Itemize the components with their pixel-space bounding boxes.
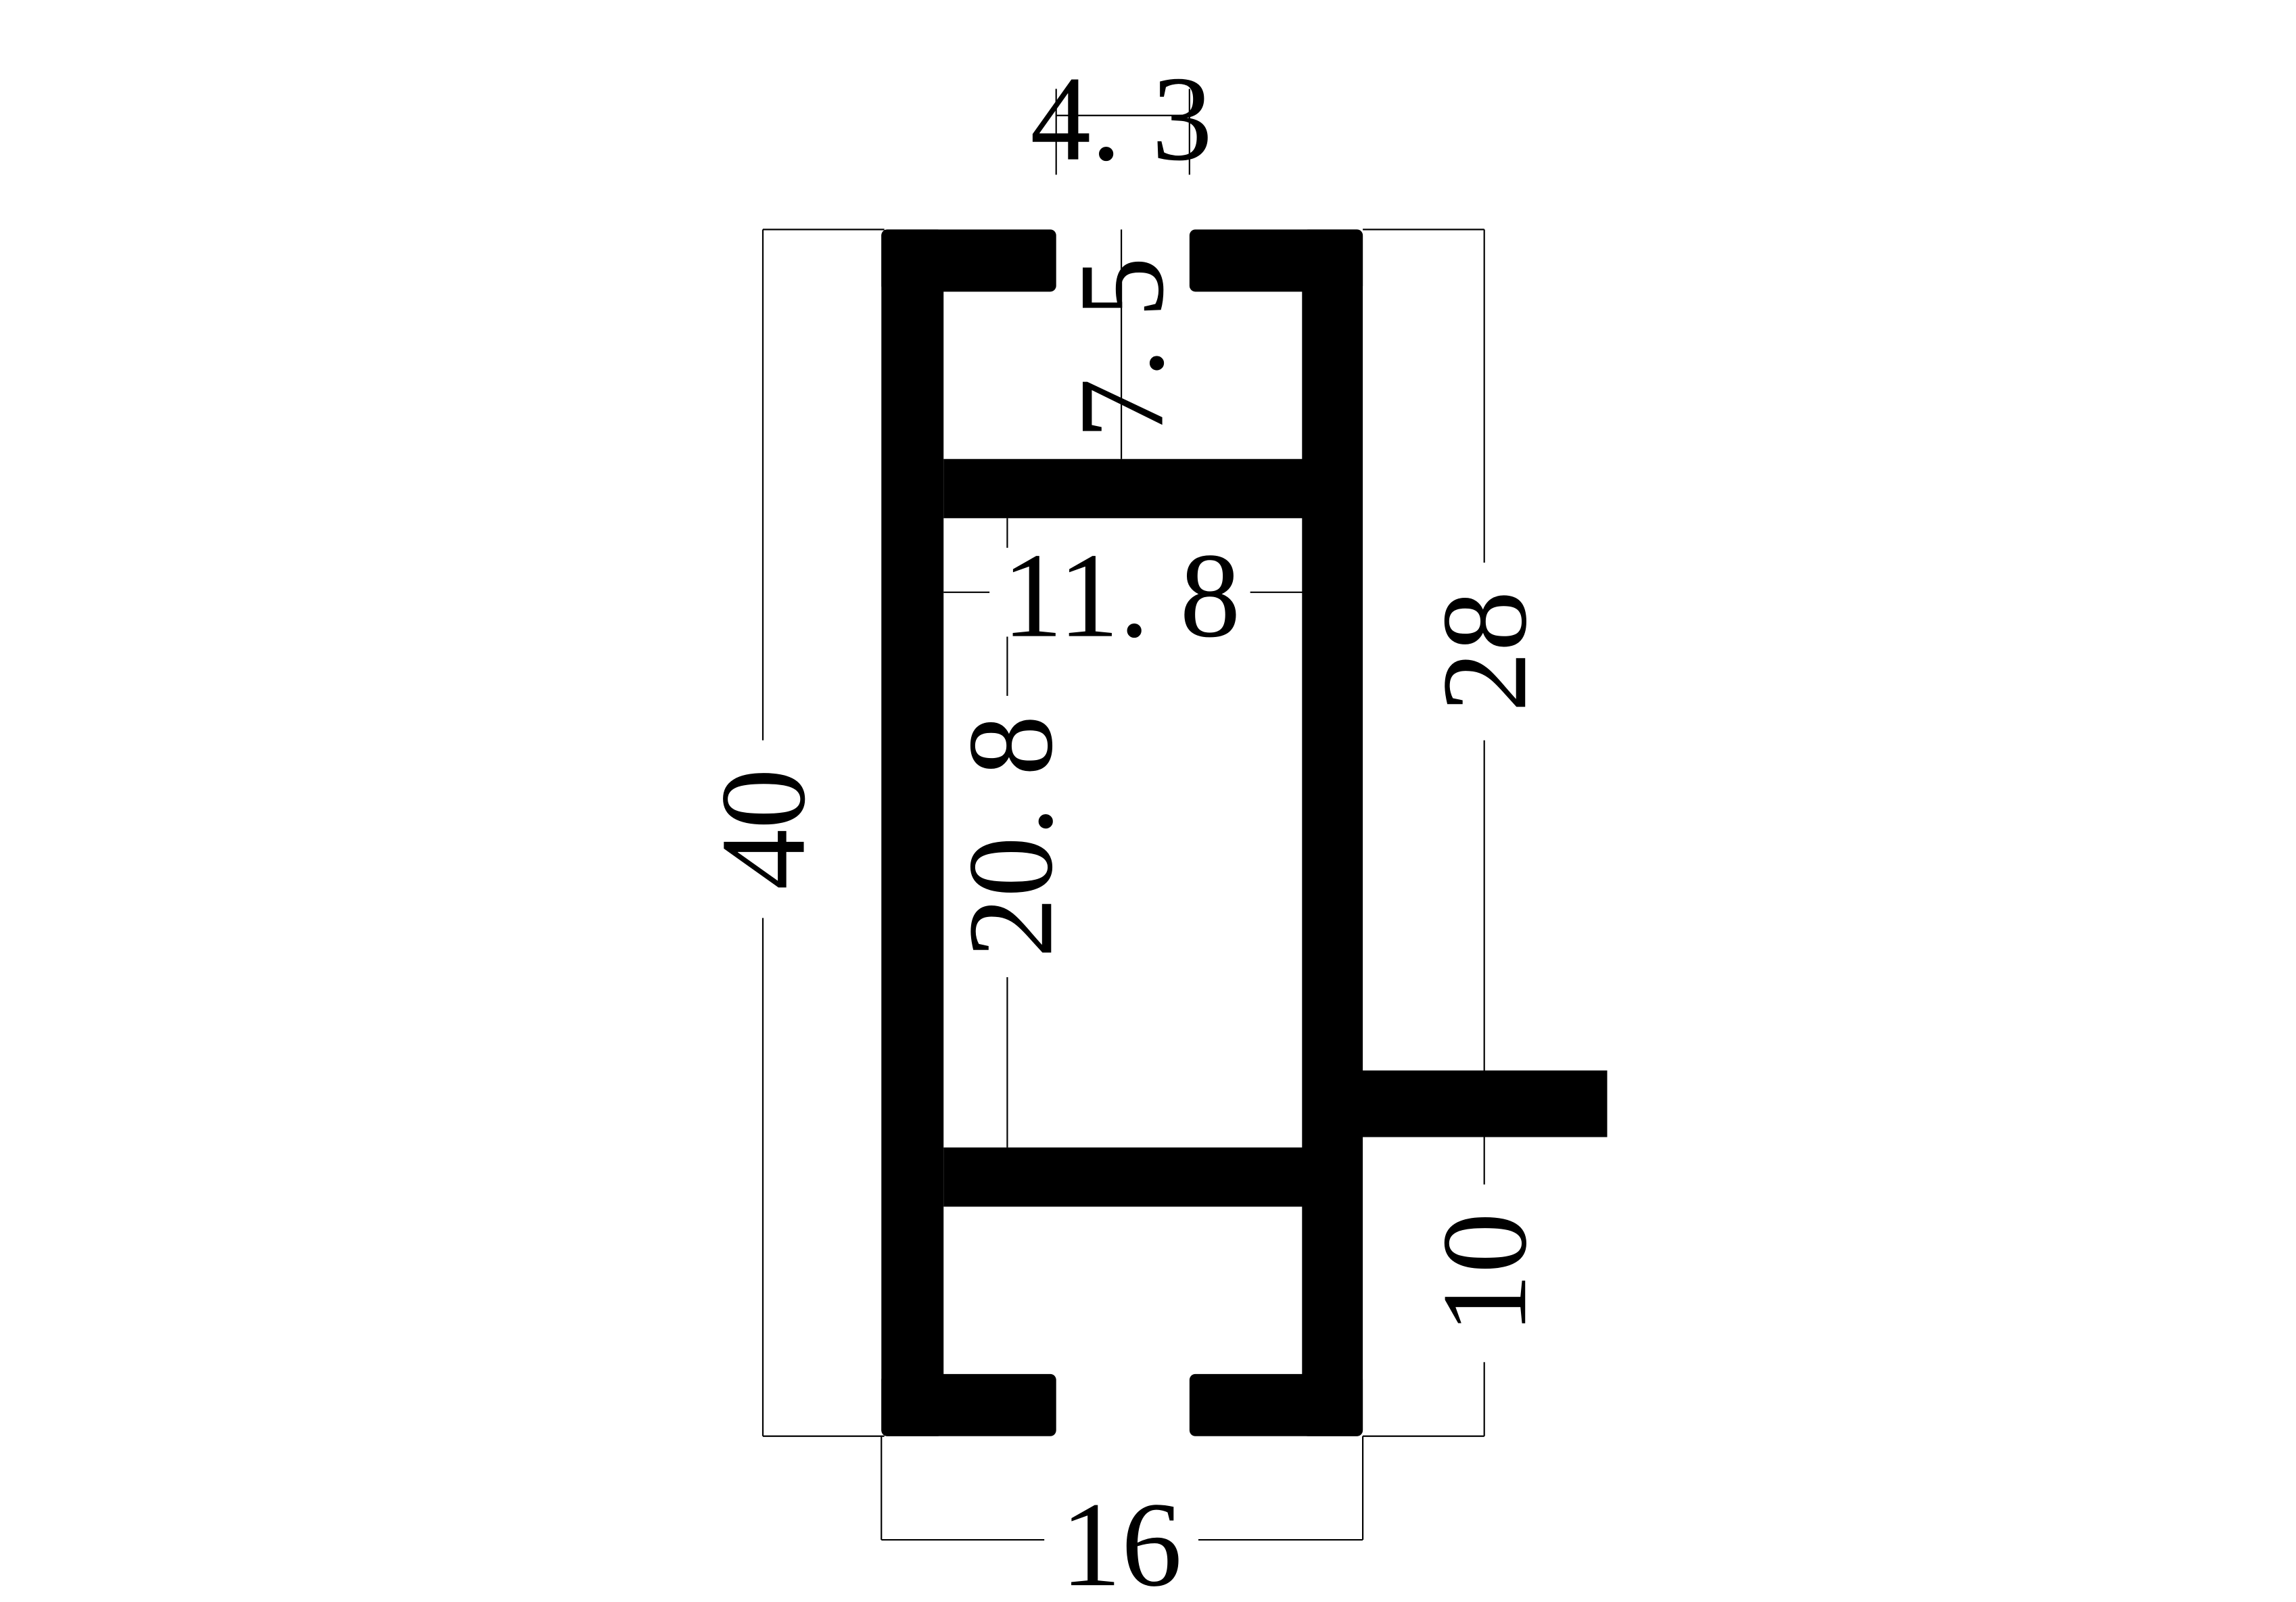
right-wall (1302, 229, 1363, 1436)
dim-slot-depth: 7. 5 (1054, 257, 1189, 439)
left-wall (881, 229, 944, 1436)
dim-fin-lower-offset: 10 (1417, 1212, 1551, 1334)
dimension-labels: 40 28 10 16 4. 3 7. 5 11. 8 20. 8 (695, 51, 1551, 1602)
dim-inner-width: 11. 8 (1002, 528, 1241, 663)
dim-overall-height: 40 (695, 768, 830, 890)
bottom-left-flange (881, 1373, 1056, 1436)
upper-crossbar (943, 458, 1304, 519)
dim-fin-upper-offset: 28 (1417, 591, 1551, 713)
bottom-right-flange (1189, 1373, 1363, 1436)
dim-slot-opening: 4. 3 (1030, 51, 1212, 186)
dim-overall-width: 16 (1060, 1477, 1182, 1602)
top-left-flange (881, 229, 1056, 292)
dim-inner-height: 20. 8 (943, 715, 1077, 958)
top-right-flange (1189, 229, 1363, 292)
lower-crossbar (943, 1147, 1304, 1207)
